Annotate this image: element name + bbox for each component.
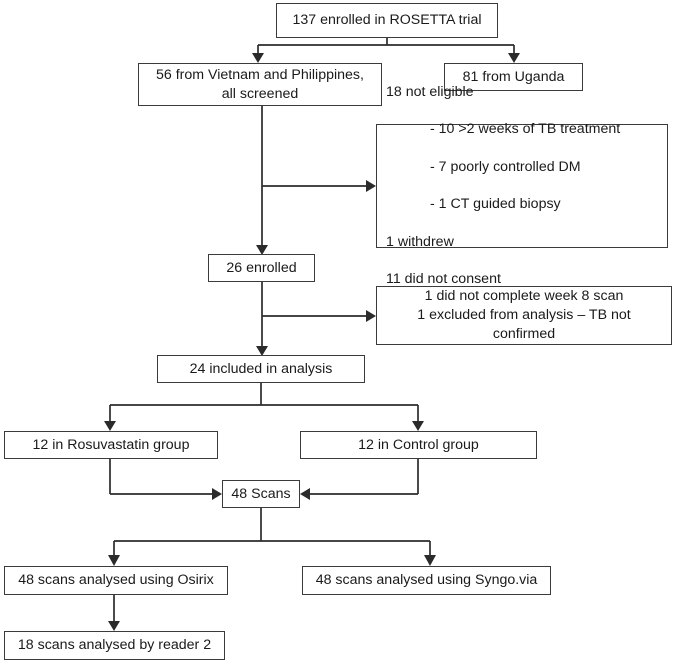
arrowhead-scans-right xyxy=(300,488,310,500)
node-enrolled-26[interactable]: 26 enrolled xyxy=(208,254,315,282)
not-eligible-line-1: 18 not eligible xyxy=(386,83,474,100)
node-rosuvastatin-group[interactable]: 12 in Rosuvastatin group xyxy=(4,431,218,459)
arrowhead-syngo xyxy=(424,555,436,566)
arrowhead-reader2 xyxy=(108,621,120,631)
not-eligible-line-6: 11 did not consent xyxy=(386,271,501,288)
node-osirix-analysis[interactable]: 48 scans analysed using Osirix xyxy=(4,566,228,595)
not-eligible-line-4: - 1 CT guided biopsy xyxy=(430,196,561,213)
node-included-24[interactable]: 24 included in analysis xyxy=(157,355,365,383)
arrowhead-excluded xyxy=(366,310,376,322)
arrowhead-osirix xyxy=(108,555,120,566)
not-eligible-list: 18 not eligible - 10 >2 weeks of TB trea… xyxy=(386,64,661,308)
node-scans-48[interactable]: 48 Scans xyxy=(222,480,300,508)
node-not-eligible[interactable]: 18 not eligible - 10 >2 weeks of TB trea… xyxy=(376,84,668,287)
node-enrolled-total[interactable]: 137 enrolled in ROSETTA trial xyxy=(276,3,498,38)
node-control-group[interactable]: 12 in Control group xyxy=(300,431,537,459)
node-syngo-analysis[interactable]: 48 scans analysed using Syngo.via xyxy=(302,566,551,595)
node-uganda[interactable]: 81 from Uganda xyxy=(444,63,583,91)
node-excluded-from-analysis[interactable]: 1 did not complete week 8 scan 1 exclude… xyxy=(376,286,672,345)
node-vietnam-philippines[interactable]: 56 from Vietnam and Philippines, all scr… xyxy=(138,63,382,106)
arrowhead-control xyxy=(412,421,424,431)
arrowhead-rosuvastatin xyxy=(104,421,116,431)
not-eligible-line-3: - 7 poorly controlled DM xyxy=(430,158,581,175)
not-eligible-line-2: - 10 >2 weeks of TB treatment xyxy=(430,121,621,138)
node-reader2-analysis[interactable]: 18 scans analysed by reader 2 xyxy=(4,631,225,660)
arrowhead-vietnam xyxy=(252,53,264,63)
not-eligible-line-5: 1 withdrew xyxy=(386,233,454,250)
arrowhead-scans-left xyxy=(212,488,222,500)
arrowhead-not-eligible xyxy=(366,180,376,192)
arrowhead-uganda xyxy=(508,53,520,63)
